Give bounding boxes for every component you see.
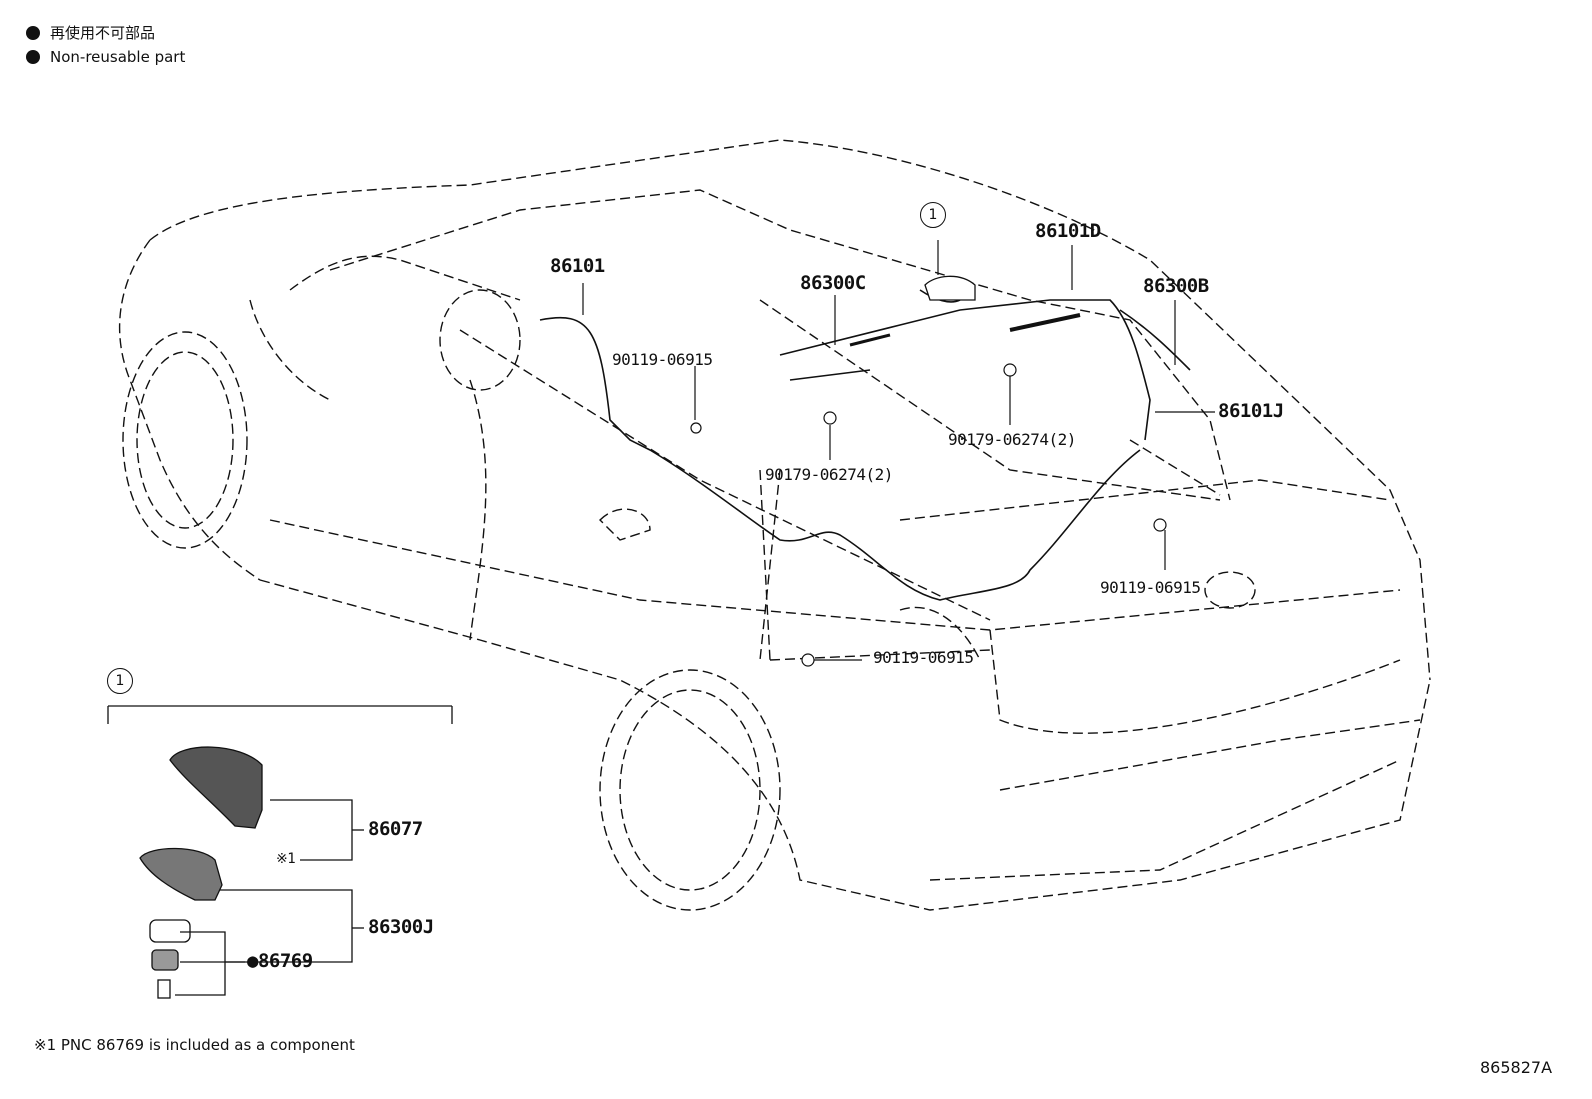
- screw-shape: [157, 979, 171, 999]
- vehicle-outline: [118, 139, 1431, 911]
- clip-shape: [151, 949, 179, 971]
- circle-ref-car: 1: [920, 202, 946, 228]
- exploded-antenna-parts: [139, 746, 263, 999]
- callout-86077: 86077: [368, 818, 423, 840]
- callout-86101J: 86101J: [1218, 400, 1284, 422]
- fasteners: [690, 363, 1167, 667]
- callout-mark-1: ※1: [276, 851, 296, 867]
- antenna-cables: [539, 289, 1191, 601]
- legend-non-reusable-en: Non-reusable part: [26, 48, 185, 66]
- callout-90119-06915-a: 90119-06915: [612, 350, 713, 369]
- antenna-base-86300J-shape: [139, 847, 223, 901]
- legend-non-reusable-jp: 再使用不可部品: [26, 22, 155, 43]
- callout-86101D: 86101D: [1035, 220, 1101, 242]
- callout-90119-06915-b: 90119-06915: [1100, 578, 1201, 597]
- non-reusable-dot-icon: [26, 50, 40, 64]
- diagram-code: 865827A: [1480, 1058, 1553, 1077]
- callout-86300J: 86300J: [368, 916, 434, 938]
- footnote: ※1 PNC 86769 is included as a component: [34, 1036, 355, 1054]
- callout-90179-06274-a: 90179-06274(2): [948, 430, 1076, 449]
- callout-90179-06274-b: 90179-06274(2): [765, 465, 893, 484]
- callout-90119-06915-c: 90119-06915: [873, 648, 974, 667]
- non-reusable-dot-icon: [26, 25, 40, 40]
- leader-lines: [582, 240, 1215, 661]
- legend-en-label: Non-reusable part: [50, 48, 186, 66]
- callout-86300B: 86300B: [1143, 275, 1209, 297]
- callout-86101: 86101: [550, 255, 605, 277]
- circle-ref-detail: 1: [107, 668, 133, 694]
- roof-antenna-fin-shape: [924, 275, 976, 301]
- callout-86300C: 86300C: [800, 272, 866, 294]
- callout-86769: ●86769: [247, 950, 313, 972]
- legend-jp-label: 再使用不可部品: [50, 24, 156, 42]
- antenna-cover-86077-shape: [169, 746, 263, 829]
- gasket-shape: [149, 919, 191, 943]
- detail-bracket: [107, 705, 453, 996]
